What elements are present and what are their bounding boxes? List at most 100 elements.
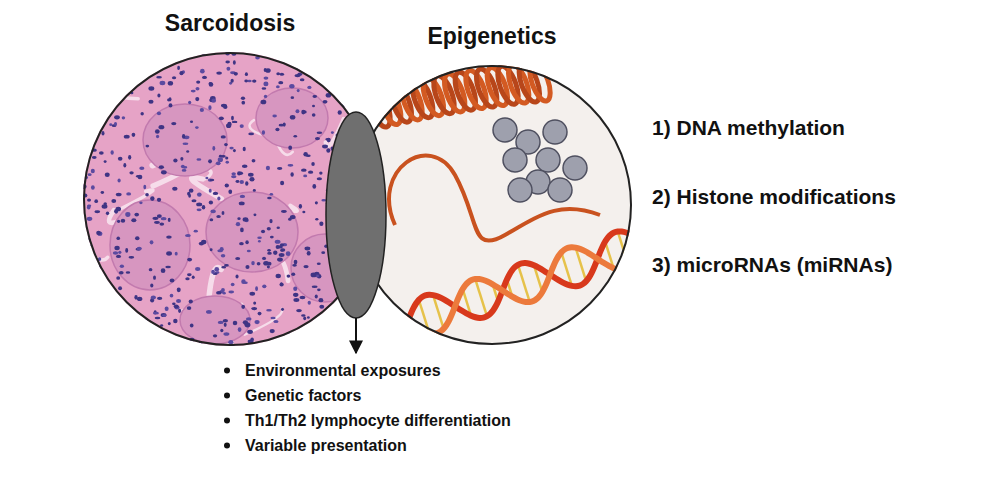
cell-nucleus (113, 325, 117, 330)
cell-nucleus (245, 181, 248, 186)
cell-nucleus (365, 80, 370, 85)
cell-nucleus (269, 219, 272, 223)
cell-nucleus (315, 201, 318, 204)
cell-nucleus (269, 53, 274, 56)
cell-nucleus (297, 73, 302, 76)
cell-nucleus (87, 198, 91, 201)
cell-nucleus (292, 264, 297, 267)
cell-nucleus (257, 236, 262, 239)
cell-nucleus (161, 313, 167, 317)
epigenetics-circle: Epigenetics (352, 65, 632, 345)
cell-nucleus (211, 347, 217, 351)
cell-nucleus (266, 309, 272, 312)
label-text: Variable presentation (245, 437, 407, 454)
cell-nucleus (136, 175, 140, 178)
cell-nucleus (79, 178, 83, 180)
cell-nucleus (88, 173, 92, 176)
cell-nucleus (103, 307, 106, 310)
cell-nucleus (161, 170, 167, 174)
granuloma (143, 104, 227, 176)
cell-nucleus (151, 296, 156, 300)
granuloma (110, 200, 190, 290)
cell-nucleus (349, 346, 354, 350)
cell-nucleus (293, 286, 297, 291)
cell-nucleus (343, 315, 348, 318)
cell-nucleus (289, 84, 294, 88)
cell-nucleus (317, 131, 323, 134)
base-pair (635, 237, 640, 254)
cell-nucleus (275, 240, 281, 244)
cell-nucleus (275, 128, 279, 131)
cell-nucleus (226, 161, 229, 164)
cell-nucleus (210, 210, 216, 214)
cell-nucleus (317, 288, 321, 291)
cell-nucleus (327, 138, 331, 142)
cell-nucleus (202, 76, 207, 79)
bullet-dot (224, 368, 230, 374)
cell-nucleus (118, 339, 124, 341)
cell-nucleus (301, 169, 307, 172)
cell-nucleus (234, 72, 238, 76)
cell-nucleus (153, 275, 156, 279)
cell-nucleus (297, 89, 300, 92)
cell-nucleus (312, 105, 315, 108)
cell-nucleus (262, 284, 266, 288)
cell-nucleus (124, 346, 128, 349)
cell-nucleus (154, 221, 160, 224)
cell-nucleus (78, 88, 82, 92)
cell-nucleus (243, 147, 246, 151)
base-pair (375, 312, 387, 350)
cell-nucleus (174, 304, 179, 308)
cell-nucleus (189, 189, 194, 193)
cell-nucleus (85, 83, 88, 86)
cell-nucleus (221, 288, 225, 292)
cell-nucleus (347, 88, 351, 91)
cell-nucleus (157, 111, 161, 115)
cell-nucleus (293, 298, 299, 302)
cell-nucleus (270, 346, 274, 349)
cell-nucleus (267, 265, 270, 268)
cell-nucleus (246, 317, 252, 320)
cell-nucleus (232, 347, 236, 351)
base-pair (391, 313, 399, 340)
cell-nucleus (312, 286, 318, 289)
cell-nucleus (221, 254, 225, 258)
cell-nucleus (115, 52, 118, 56)
cell-nucleus (229, 147, 233, 150)
cell-nucleus (187, 273, 192, 276)
nucleosome (563, 156, 587, 180)
chromatin-fiber (389, 156, 600, 241)
cell-nucleus (266, 166, 270, 171)
cell-nucleus (201, 240, 206, 245)
cell-nucleus (159, 125, 165, 129)
cell-nucleus (221, 135, 226, 138)
cell-nucleus (223, 332, 229, 336)
cell-nucleus (293, 342, 298, 346)
cell-nucleus (276, 85, 280, 88)
cell-nucleus (366, 89, 369, 94)
cell-nucleus (190, 120, 193, 123)
cell-nucleus (210, 179, 215, 181)
cell-nucleus (279, 54, 284, 59)
cell-nucleus (143, 185, 146, 189)
base-pair (475, 279, 487, 317)
cell-nucleus (280, 181, 284, 186)
cell-nucleus (191, 90, 196, 93)
cell-nucleus (218, 321, 224, 324)
cell-nucleus (78, 66, 83, 71)
cell-nucleus (228, 340, 233, 344)
cell-nucleus (159, 222, 164, 225)
cell-nucleus (312, 95, 317, 98)
cell-nucleus (97, 274, 100, 277)
cell-nucleus (344, 73, 350, 78)
cell-nucleus (321, 199, 326, 202)
cell-nucleus (264, 95, 267, 98)
cell-nucleus (81, 140, 85, 145)
cell-nucleus (317, 263, 321, 265)
cell-nucleus (112, 307, 117, 310)
cell-nucleus (276, 274, 281, 278)
cell-nucleus (116, 255, 121, 258)
cell-nucleus (302, 110, 307, 113)
cell-nucleus (140, 112, 143, 116)
cell-nucleus (371, 329, 376, 333)
